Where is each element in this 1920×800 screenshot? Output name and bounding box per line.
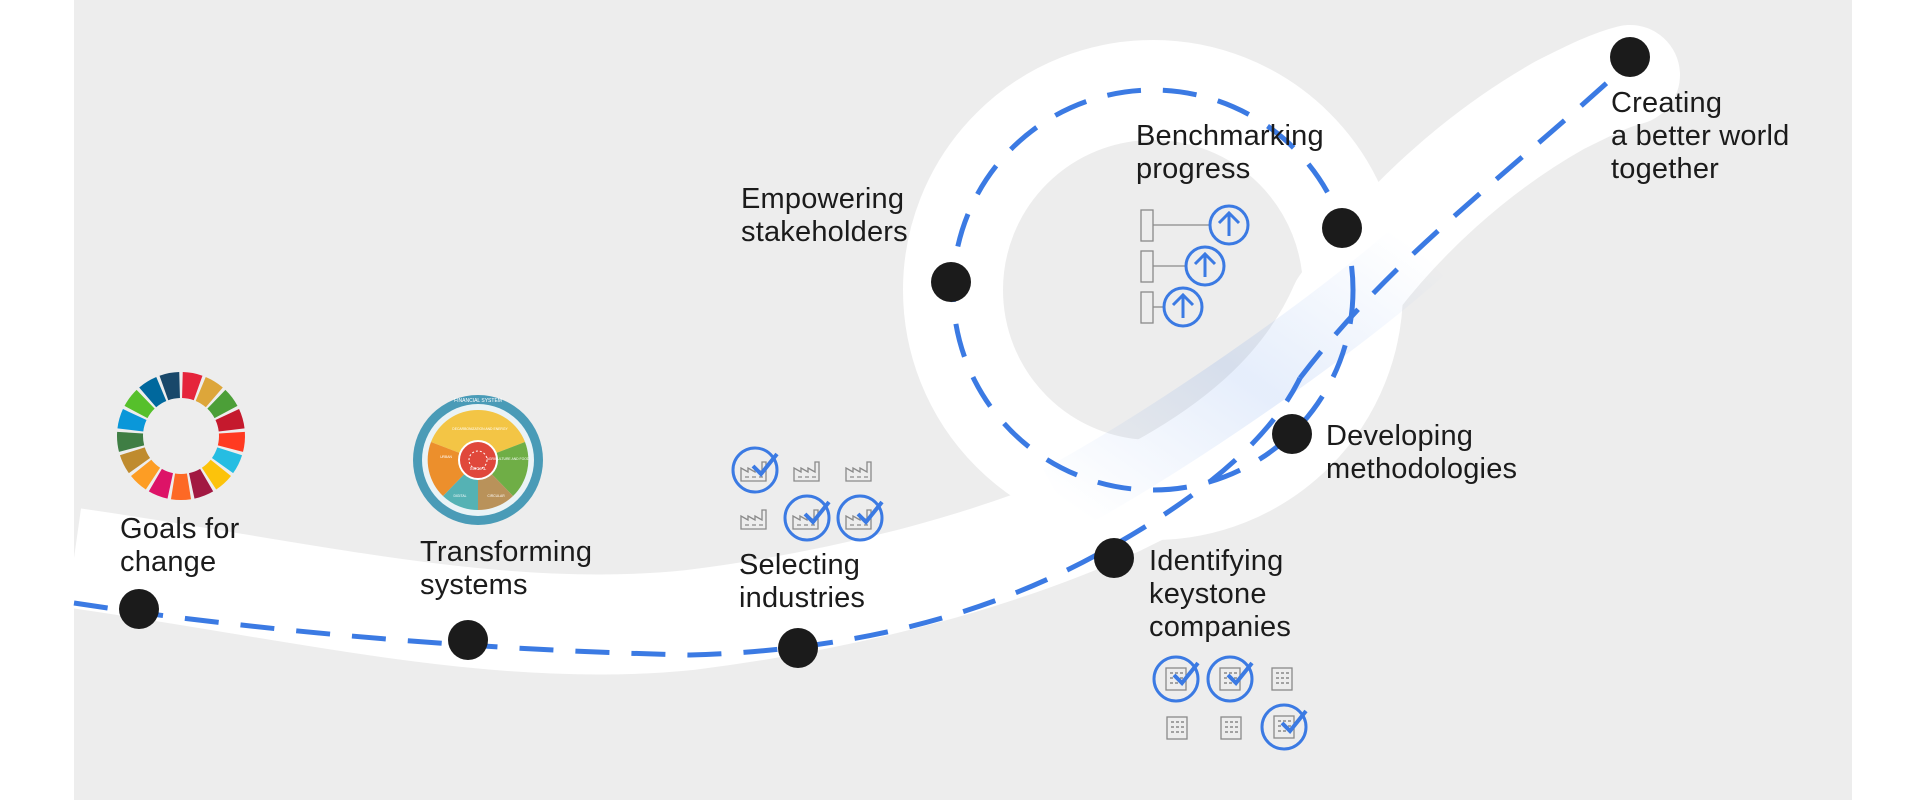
sdg-wheel-segment <box>217 431 245 452</box>
systems-wheel-segment-digital: DIGITAL <box>454 494 467 498</box>
systems-wheel-icon: FINANCIAL SYSTEM SOCIAL DECARBONIZATION … <box>413 395 543 525</box>
sdg-wheel-segment <box>207 389 238 419</box>
milestone-label-selecting: Selecting industries <box>739 549 866 614</box>
industry-icons <box>731 446 884 542</box>
factory-icon <box>740 509 767 530</box>
sdg-wheel-segment <box>117 431 145 452</box>
building-icon <box>1271 667 1293 691</box>
milestone-label-benchmarking: Benchmarking progress <box>1136 120 1324 185</box>
sdg-wheel-segment <box>189 468 214 499</box>
factory-check-icon <box>783 494 831 542</box>
factory-icon <box>793 461 820 482</box>
milestone-dot-identifying <box>1094 538 1134 578</box>
sdg-color-wheel-icon <box>117 372 245 500</box>
progress-arrow-up-icon <box>1140 286 1204 328</box>
systems-wheel-center-label: SOCIAL <box>470 466 487 471</box>
sdg-wheel-segment <box>211 447 243 474</box>
milestone-dot-empowering <box>931 262 971 302</box>
sdg-wheel-segment <box>195 376 223 408</box>
milestone-dot-goals <box>119 589 159 629</box>
sdg-wheel-segment <box>124 389 155 419</box>
sdg-wheel-segment <box>215 409 245 432</box>
milestone-label-identifying: Identifying keystone companies <box>1149 545 1292 643</box>
building-check-icon <box>1206 655 1254 703</box>
progress-arrow-up-icon <box>1140 245 1226 287</box>
sdg-wheel-segment <box>182 372 203 401</box>
milestone-dot-selecting <box>778 628 818 668</box>
milestone-label-creating: Creating a better world together <box>1611 87 1790 185</box>
building-icon <box>1220 716 1242 740</box>
sdg-wheel-segment <box>131 459 161 490</box>
systems-wheel-segment-decarbonization: DECARBONIZATION AND ENERGY <box>452 427 508 431</box>
sdg-wheel-segment <box>119 447 151 474</box>
factory-check-icon <box>731 446 779 494</box>
journey-road <box>66 25 1680 675</box>
systems-wheel-outer-title: FINANCIAL SYSTEM <box>454 398 502 404</box>
building-check-icon <box>1260 703 1308 751</box>
milestone-label-empowering: Empowering stakeholders <box>741 183 908 248</box>
progress-arrow-up-icon <box>1140 204 1250 246</box>
milestone-label-goals: Goals for change <box>120 513 240 578</box>
milestone-dot-benchmarking <box>1322 208 1362 248</box>
milestone-label-transforming: Transforming systems <box>420 536 593 601</box>
factory-check-icon <box>836 494 884 542</box>
systems-wheel-segment-circular: CIRCULAR <box>487 494 505 498</box>
milestone-dots <box>119 37 1650 668</box>
sdg-wheel-segment <box>159 372 180 401</box>
sdg-wheel-segment <box>201 459 231 490</box>
systems-wheel-segment-agriculture: AGRICULTURE AND FOOD <box>487 457 530 461</box>
sdg-wheel-segment <box>117 409 147 432</box>
systems-wheel-segment-urban: URBAN <box>440 455 452 459</box>
sdg-wheel-segment <box>148 468 173 499</box>
milestone-dot-creating <box>1610 37 1650 77</box>
milestone-dot-transforming <box>448 620 488 660</box>
company-icons <box>1152 655 1308 751</box>
sdg-wheel-segment <box>170 473 192 500</box>
building-icon <box>1166 716 1188 740</box>
building-check-icon <box>1152 655 1200 703</box>
milestone-dot-developing <box>1272 414 1312 454</box>
benchmark-icons <box>1140 204 1250 328</box>
factory-icon <box>845 461 872 482</box>
sdg-wheel-segment <box>139 376 167 408</box>
milestone-label-developing: Developing methodologies <box>1326 420 1518 485</box>
